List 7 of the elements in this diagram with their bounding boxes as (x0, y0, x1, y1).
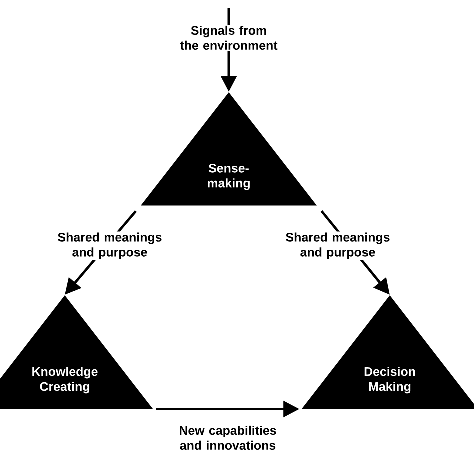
edge-label: New capabilities and innovations (171, 424, 285, 452)
edge-label: Shared meanings and purpose (281, 232, 395, 260)
triangle: Knowledge Creating (0, 296, 153, 410)
edge-label: Signals from the environment (172, 24, 286, 52)
edge-label: Shared meanings and purpose (53, 232, 167, 260)
triangle: Decision Making (302, 296, 474, 410)
triangle: Sense-making (141, 92, 317, 206)
